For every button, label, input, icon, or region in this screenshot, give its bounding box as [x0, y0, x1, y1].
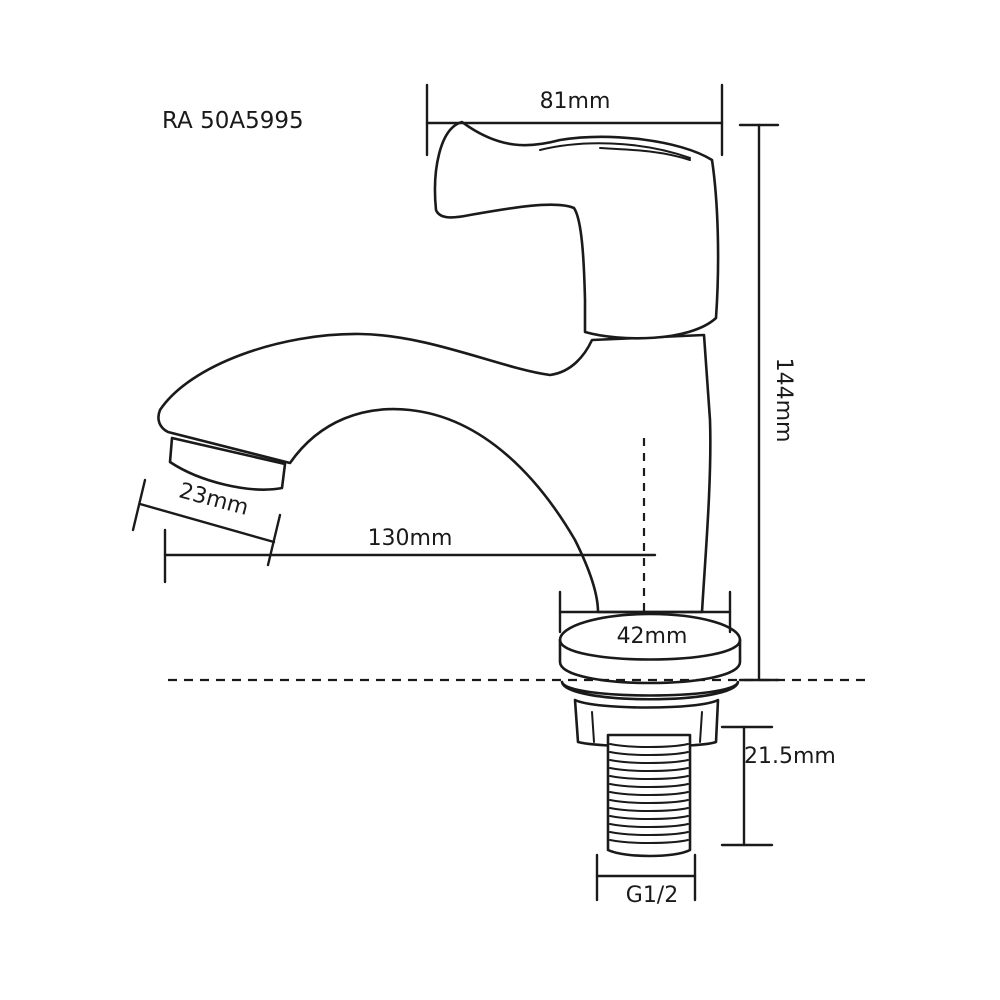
thread-line: [609, 783, 689, 788]
thread-line: [609, 807, 689, 812]
thread-line: [609, 775, 689, 780]
base-flange-ring: [558, 638, 742, 685]
handle-lever: [433, 120, 720, 340]
dim-height-label: 144mm: [771, 358, 796, 443]
thread-line: [609, 799, 689, 804]
thread-line: [609, 831, 689, 836]
thread-line: [609, 791, 689, 796]
nut-edge-left: [591, 711, 595, 743]
nut-edge-right: [699, 711, 703, 743]
handle-slot: [539, 142, 691, 159]
thread-line: [609, 743, 689, 748]
thread-line: [609, 823, 689, 828]
dim-base-label: 42mm: [617, 624, 688, 649]
aerator: [168, 436, 287, 491]
base-washer: [560, 680, 740, 701]
thread-line: [609, 759, 689, 764]
dim-thread-length-label: 21.5mm: [744, 744, 836, 769]
dim-aerator-line: [138, 502, 276, 544]
handle-slot-inner: [599, 147, 691, 161]
model-code: RA 50A5995: [162, 108, 304, 134]
dim-thread-size-label: G1/2: [626, 883, 678, 908]
thread-line: [609, 751, 689, 756]
shank-threads: [609, 743, 689, 844]
thread-line: [609, 815, 689, 820]
dim-aerator-tick-left: [131, 478, 147, 532]
faucet-body: [157, 332, 712, 614]
dim-reach-label: 130mm: [368, 526, 453, 551]
dim-aerator-tick-right: [266, 513, 282, 567]
dim-handle-width-label: 81mm: [540, 89, 611, 114]
thread-line: [609, 839, 689, 844]
thread-line: [609, 767, 689, 772]
